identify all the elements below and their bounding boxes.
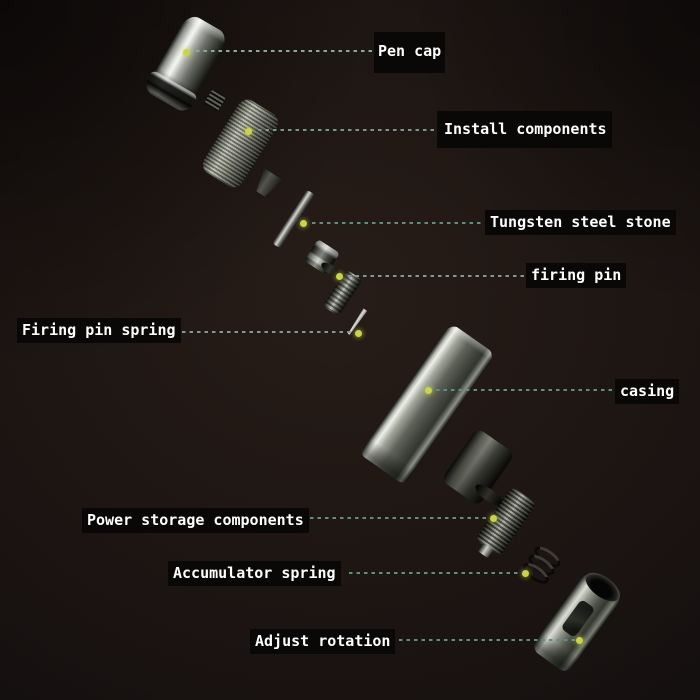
- connector-nub-part: [203, 89, 227, 112]
- marker-dot-install-components: [245, 128, 252, 135]
- leader-line-firing-pin: [348, 275, 524, 277]
- leader-line-adjust-rotation: [399, 639, 576, 641]
- marker-dot-accumulator-spring: [522, 570, 529, 577]
- label-pen-cap: Pen cap: [374, 32, 446, 73]
- label-adjust-rotation: Adjust rotation: [250, 629, 396, 654]
- leader-line-accumulator-spring: [349, 572, 521, 574]
- label-casing: casing: [615, 379, 680, 404]
- label-install-components: Install components: [437, 111, 612, 148]
- marker-dot-tungsten-steel-stone: [300, 220, 307, 227]
- marker-dot-casing: [425, 387, 432, 394]
- taper-cone-part: [249, 166, 286, 201]
- tungsten-steel-stone-part: [272, 189, 315, 249]
- accumulator-spring-part: [515, 542, 565, 596]
- leader-line-install-components: [258, 129, 437, 131]
- label-accumulator-spring: Accumulator spring: [168, 561, 341, 586]
- leader-line-firing-pin-spring: [182, 331, 354, 333]
- marker-dot-adjust-rotation: [576, 637, 583, 644]
- leader-line-power-storage: [310, 517, 489, 519]
- label-firing-pin: firing pin: [526, 263, 627, 288]
- leader-line-pen-cap: [196, 50, 372, 52]
- marker-dot-pen-cap: [183, 49, 190, 56]
- label-firing-pin-spring: Firing pin spring: [17, 318, 181, 343]
- casing-lower-part: [440, 427, 516, 507]
- leader-line-casing: [436, 389, 613, 391]
- leader-line-tungsten-steel-stone: [312, 222, 483, 224]
- marker-dot-firing-pin: [336, 273, 343, 280]
- label-power-storage-components: Power storage components: [82, 508, 309, 533]
- marker-dot-firing-pin-spring: [355, 330, 362, 337]
- label-tungsten-steel-stone: Tungsten steel stone: [485, 210, 676, 235]
- marker-dot-power-storage: [490, 515, 497, 522]
